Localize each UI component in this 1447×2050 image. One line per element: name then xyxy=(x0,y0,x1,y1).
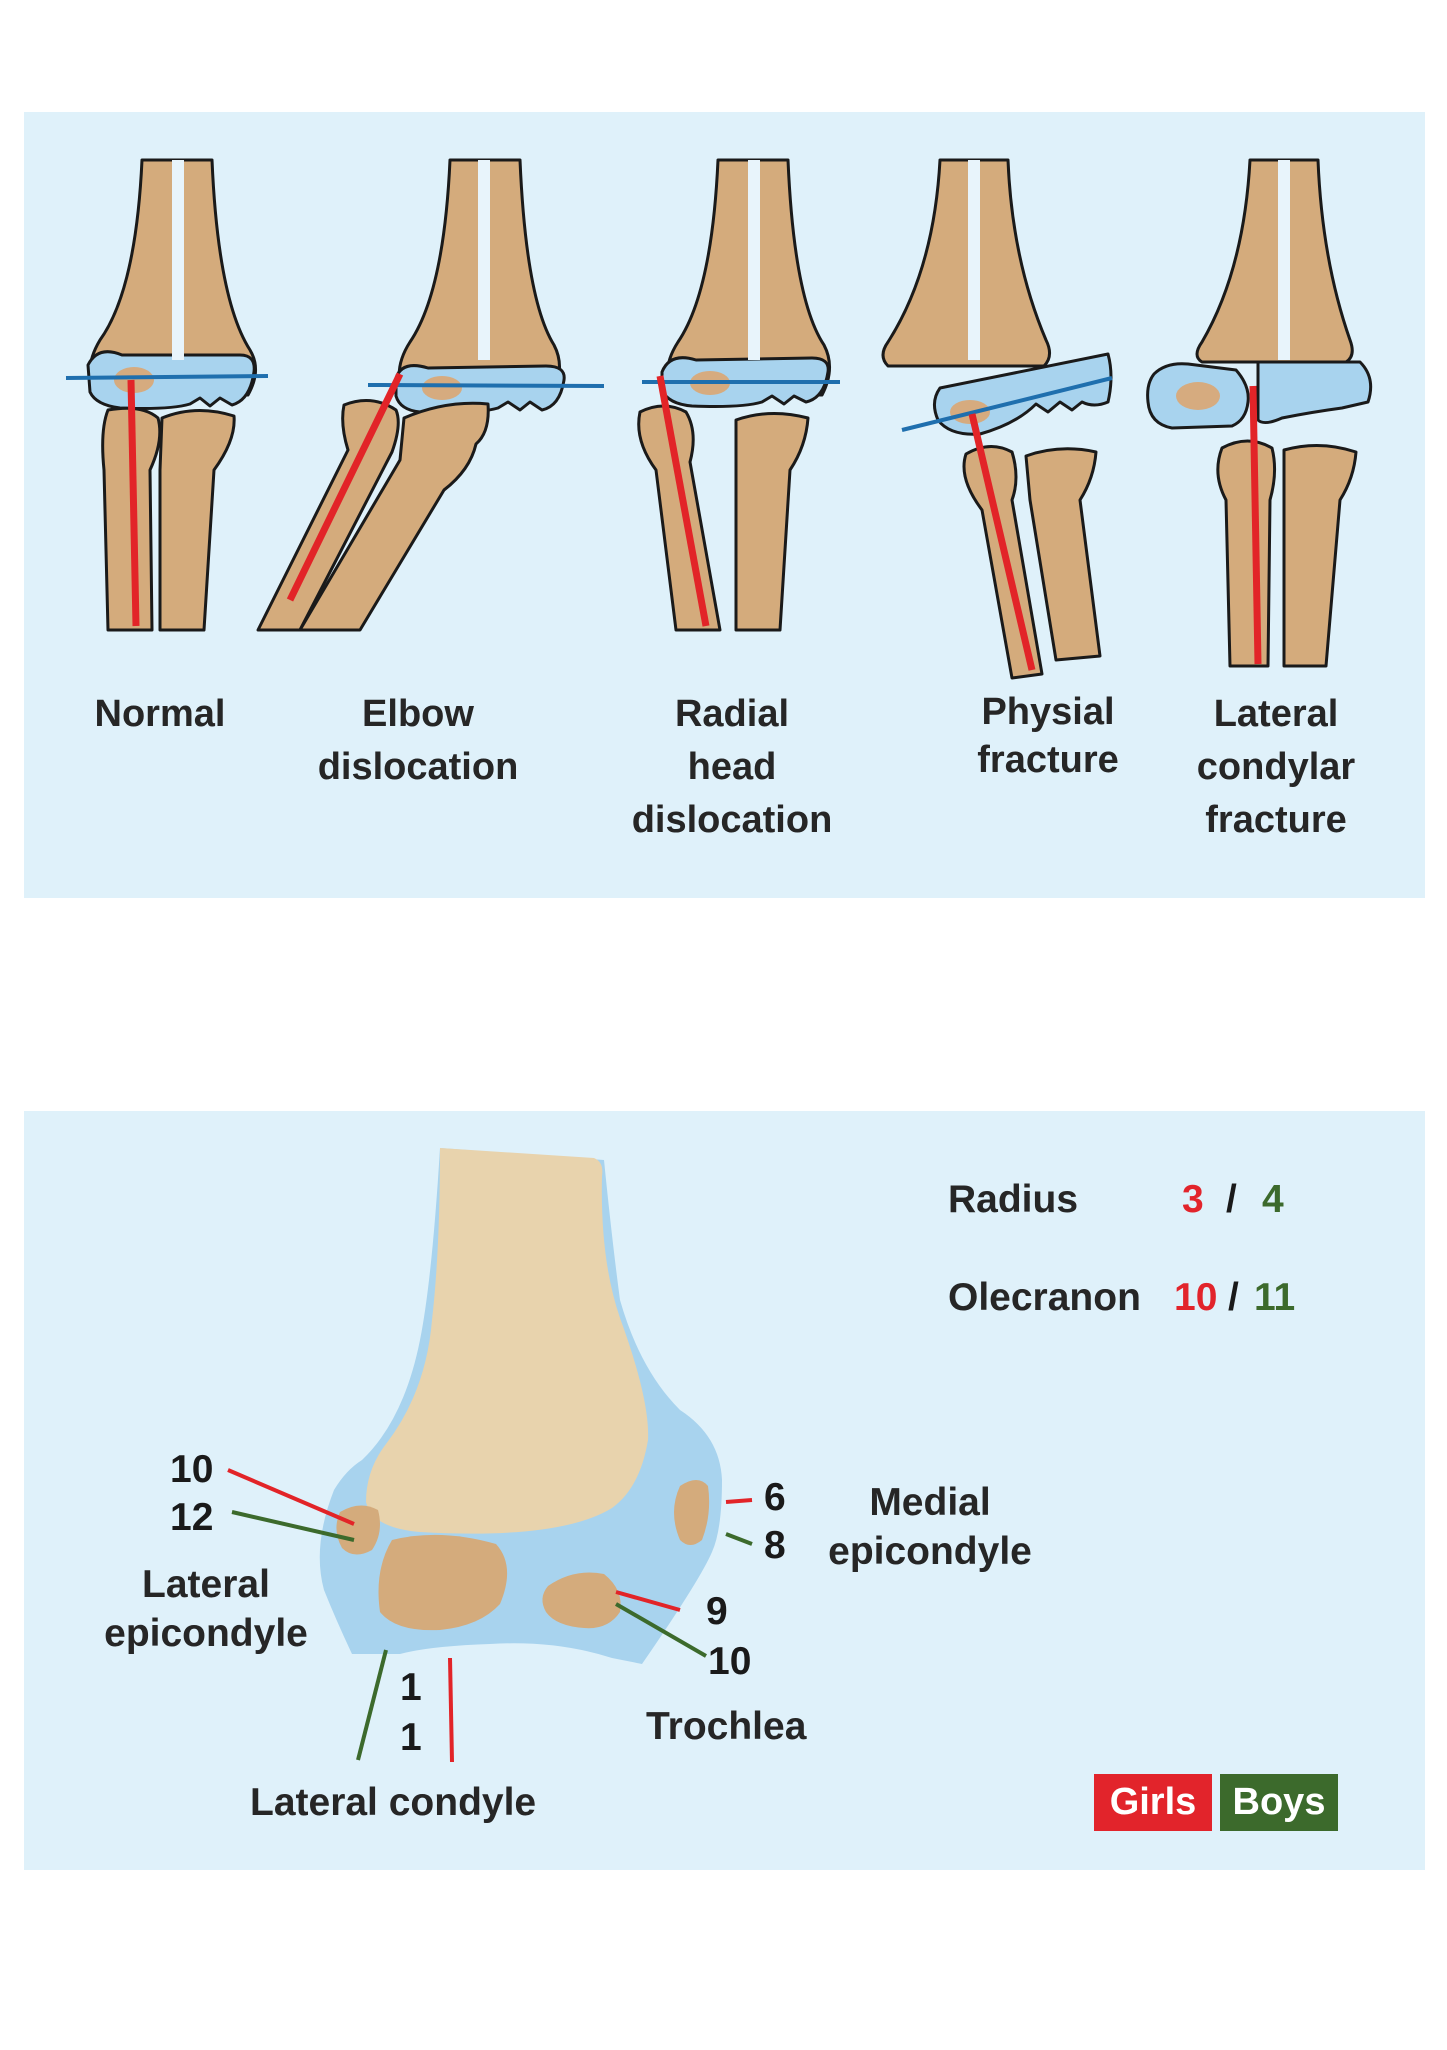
age-medial-epicondyle-girls: 6 xyxy=(764,1476,786,1519)
age-lateral-epicondyle-boys: 12 xyxy=(170,1496,214,1539)
age-trochlea-girls: 9 xyxy=(706,1590,728,1633)
age-lateral-condyle-girls: 1 xyxy=(400,1716,422,1759)
age-trochlea-boys: 10 xyxy=(708,1640,752,1683)
legend-boys: Boys xyxy=(1220,1774,1338,1831)
radius-boys: 4 xyxy=(1262,1178,1284,1221)
medial-epicondyle-nucleus xyxy=(674,1480,710,1545)
age-lateral-epicondyle-girls: 10 xyxy=(170,1448,214,1491)
label-lateral-epicondyle: Lateral epicondyle xyxy=(104,1563,308,1655)
label-lateral-condylar-fracture: Lateral condylar fracture xyxy=(1196,693,1356,841)
label-physial-fracture: Physial fracture xyxy=(977,691,1119,781)
olecranon-boys: 11 xyxy=(1254,1276,1296,1319)
label-elbow-dislocation: Elbow dislocation xyxy=(317,693,519,788)
age-medial-epicondyle-boys: 8 xyxy=(764,1524,786,1567)
radius-separator: / xyxy=(1226,1178,1237,1221)
legend-girls: Girls xyxy=(1094,1774,1212,1831)
age-lateral-condyle-boys: 1 xyxy=(400,1666,422,1709)
trochlea-nucleus xyxy=(542,1572,621,1629)
label-lateral-condyle: Lateral condyle xyxy=(250,1781,537,1824)
figure-normal xyxy=(65,158,269,632)
label-medial-epicondyle: Medial epicondyle xyxy=(828,1481,1032,1573)
figure-lateral-condylar-fracture xyxy=(1146,158,1373,668)
radius-label: Radius xyxy=(948,1178,1079,1221)
olecranon-separator: / xyxy=(1228,1276,1239,1319)
figure-elbow-dislocation xyxy=(256,158,605,632)
lateral-epicondyle-nucleus xyxy=(336,1505,380,1555)
figure-radial-head-dislocation xyxy=(637,158,840,632)
figure-physial-fracture xyxy=(881,158,1113,680)
label-normal: Normal xyxy=(94,693,226,735)
humerus-shaft xyxy=(366,1148,649,1534)
bottom-panel xyxy=(24,1111,1425,1870)
label-radial-head-dislocation: Radial head dislocation xyxy=(631,693,833,841)
olecranon-girls: 10 xyxy=(1174,1276,1218,1319)
label-trochlea: Trochlea xyxy=(646,1705,807,1748)
radius-girls: 3 xyxy=(1182,1178,1204,1221)
lateral-condyle-nucleus xyxy=(378,1534,508,1631)
olecranon-label: Olecranon xyxy=(948,1276,1141,1319)
